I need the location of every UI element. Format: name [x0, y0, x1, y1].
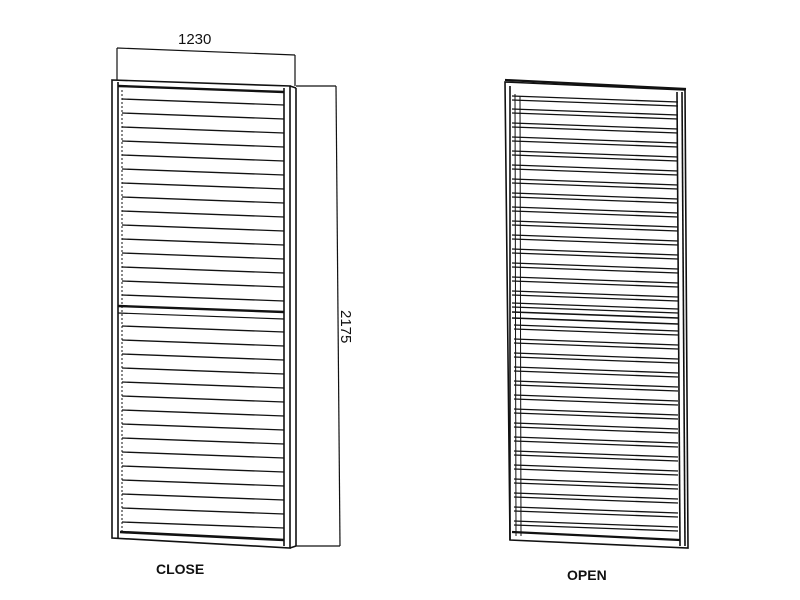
closed-lower-slats — [121, 325, 285, 529]
width-dimension — [116, 47, 296, 86]
closed-frame — [111, 79, 297, 549]
open-frame — [504, 78, 689, 549]
width-dimension-label: 1230 — [178, 31, 211, 48]
height-dimension-label: 2175 — [337, 310, 354, 343]
open-upper-slats — [511, 95, 679, 314]
close-view-label: CLOSE — [156, 561, 204, 577]
open-shutter-view — [504, 78, 689, 549]
open-lower-slats — [513, 324, 679, 532]
height-dimension — [296, 85, 341, 547]
open-view-label: OPEN — [567, 567, 607, 583]
closed-shutter-view — [111, 47, 341, 549]
closed-upper-slats — [121, 98, 285, 302]
